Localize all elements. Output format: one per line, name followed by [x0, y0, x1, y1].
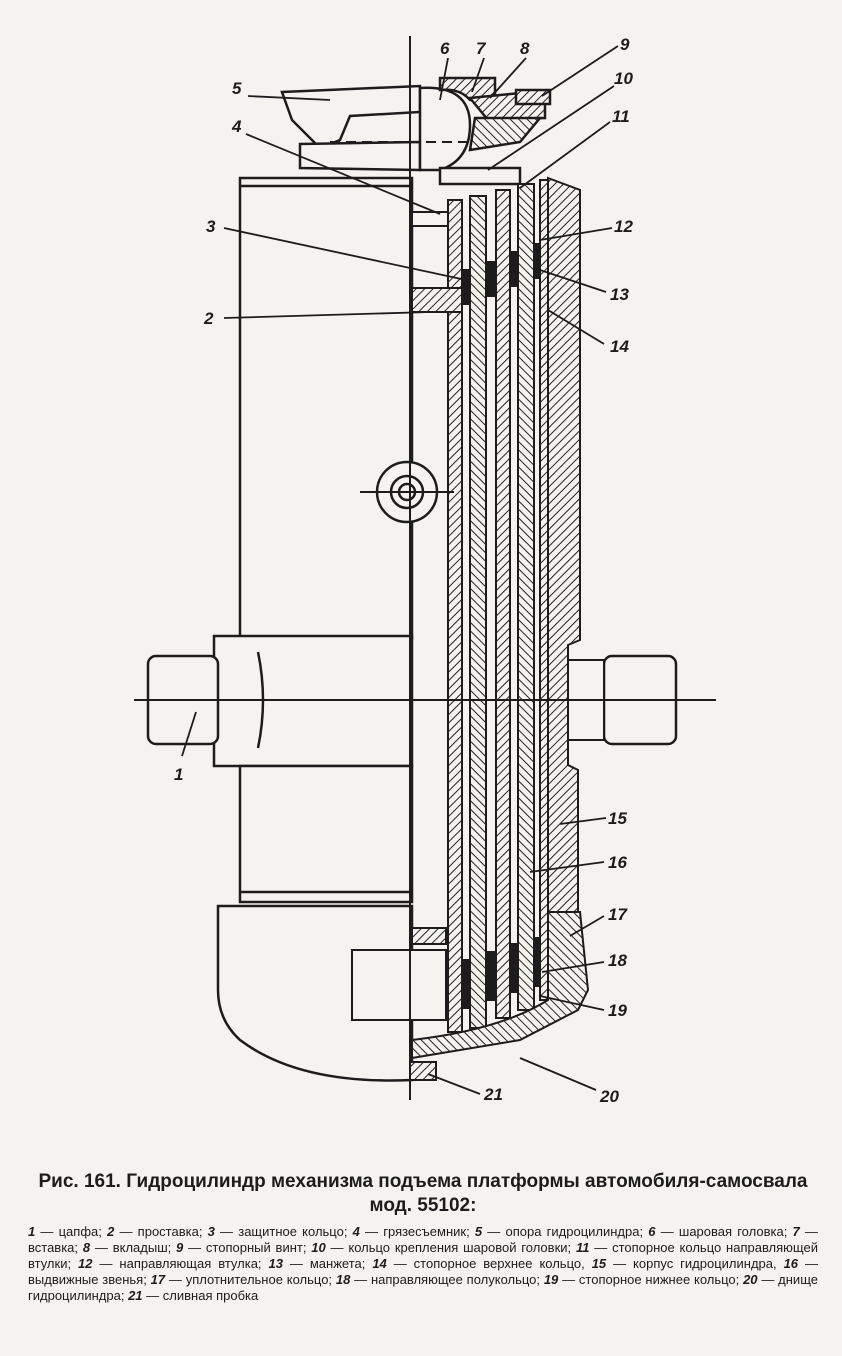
callout-20: 20	[599, 1087, 619, 1106]
leader-lines	[181, 45, 619, 1095]
part-number-labels: 5 6 7 8 9 10 11 4 3 12 13 2 14 1 15 16 1…	[174, 35, 633, 1106]
legend-item-6: 6 — шаровая головка;	[648, 1224, 788, 1239]
caption-legend: 1 — цапфа; 2 — проставка; 3 — защитное к…	[28, 1224, 818, 1304]
legend-item-13: 13 — манжета;	[268, 1256, 366, 1271]
legend-item-1: 1 — цапфа;	[28, 1224, 102, 1239]
callout-17: 17	[608, 905, 628, 924]
callout-21: 21	[483, 1085, 503, 1104]
top-support-assembly	[280, 76, 552, 186]
legend-item-9: 9 — стопорный винт;	[176, 1240, 307, 1255]
cylinder-section	[351, 176, 605, 1081]
legend-item-17: 17 — уплотнительное кольцо;	[150, 1272, 333, 1287]
callout-7: 7	[476, 39, 487, 58]
legend-item-2: 2 — проставка;	[107, 1224, 203, 1239]
callout-8: 8	[520, 39, 530, 58]
caption-title: Рис. 161. Гидроцилиндр механизма подъема…	[38, 1171, 808, 1216]
callout-11: 11	[612, 107, 630, 126]
legend-item-16: 16 — выдвижные звенья;	[28, 1256, 818, 1287]
legend-item-12: 12 — направляющая втулка;	[78, 1256, 262, 1271]
callout-3: 3	[206, 217, 216, 236]
legend-item-11: 11 — стопорное кольцо направляющей втулк…	[28, 1240, 818, 1271]
callout-10: 10	[614, 69, 633, 88]
legend-item-20: 20 — днище гидроцилиндра;	[28, 1272, 818, 1303]
callout-16: 16	[608, 853, 627, 872]
centre-lines	[134, 36, 716, 1100]
callout-2: 2	[203, 309, 214, 328]
callout-13: 13	[610, 285, 629, 304]
callout-9: 9	[620, 35, 630, 54]
callout-6: 6	[440, 39, 450, 58]
callout-5: 5	[232, 79, 242, 98]
legend-item-10: 10 — кольцо крепления шаровой головки;	[311, 1240, 572, 1255]
legend-item-3: 3 — защитное кольцо;	[207, 1224, 348, 1239]
callout-1: 1	[174, 765, 183, 784]
figure-caption: Рис. 161. Гидроцилиндр механизма подъема…	[28, 1170, 818, 1304]
callout-15: 15	[608, 809, 627, 828]
callout-12: 12	[614, 217, 633, 236]
legend-item-4: 4 — грязесъемник;	[352, 1224, 470, 1239]
legend-item-8: 8 — вкладыш;	[82, 1240, 172, 1255]
callout-4: 4	[231, 117, 242, 136]
callout-18: 18	[608, 951, 627, 970]
legend-item-19: 19 — стопорное нижнее кольцо;	[543, 1272, 740, 1287]
legend-item-21: 21 — сливная пробка	[128, 1288, 259, 1303]
hydraulic-cylinder-drawing: 5 6 7 8 9 10 11 4 3 12 13 2 14 1 15 16 1…	[134, 35, 716, 1106]
callout-14: 14	[610, 337, 629, 356]
legend-item-14: 14 — стопорное верхнее кольцо,	[372, 1256, 585, 1271]
legend-item-18: 18 — направляющее полукольцо;	[335, 1272, 541, 1287]
legend-item-5: 5 — опора гидроцилиндра;	[474, 1224, 644, 1239]
callout-19: 19	[608, 1001, 627, 1020]
legend-item-7: 7 — вставка;	[28, 1224, 818, 1255]
legend-item-15: 15 — корпус гидроцилиндра,	[591, 1256, 777, 1271]
